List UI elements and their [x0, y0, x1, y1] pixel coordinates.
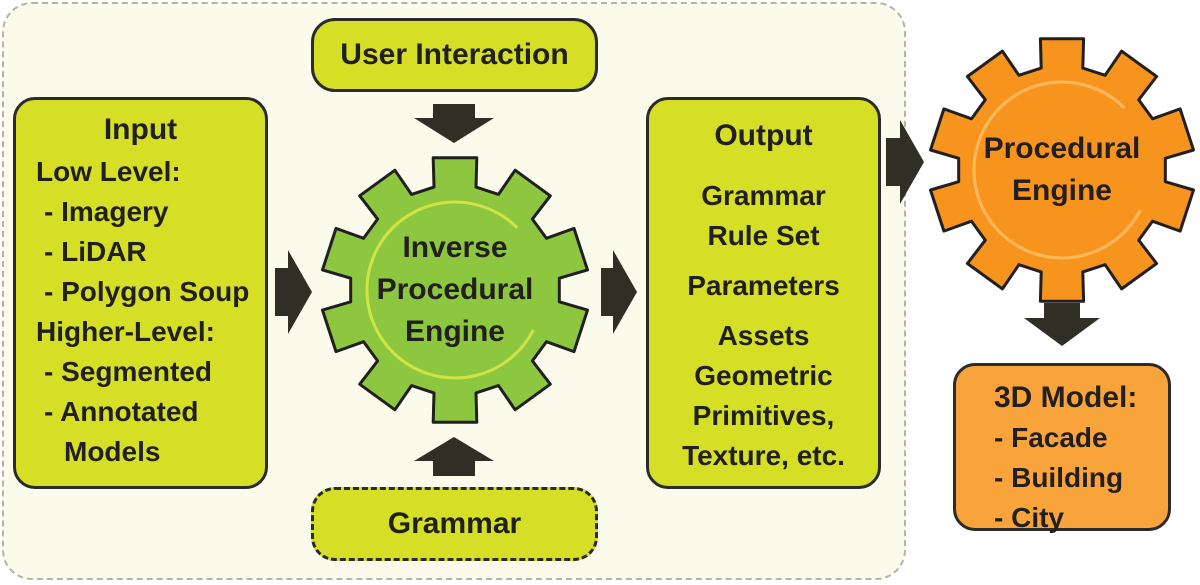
output-grammar: Grammar [701, 180, 826, 211]
grammar-input-label: Grammar [387, 507, 522, 540]
inverse-engine-line-2: Procedural [376, 273, 534, 306]
model-item-building: - Building [994, 462, 1124, 493]
arrow-right-input [275, 250, 312, 334]
output-rule-set: Rule Set [707, 220, 820, 251]
arrow-down-user-interaction [414, 104, 494, 143]
output-geometric: Geometric [694, 360, 833, 391]
orange-gear-rotation-arc [972, 80, 1142, 260]
output-primitives: Primitives, [692, 400, 835, 431]
output-parameters: Parameters [687, 270, 840, 301]
orange-gear-body [929, 37, 1195, 303]
model-item-facade: - Facade [994, 422, 1108, 453]
input-item-polygon-soup: - Polygon Soup [44, 276, 250, 307]
input-title: Input [103, 113, 178, 146]
input-item-annotated: - Annotated [44, 396, 199, 427]
green-gear-rotation-arc [365, 200, 535, 380]
model-title: 3D Model: [994, 381, 1138, 414]
input-item-lidar: - LiDAR [44, 236, 147, 267]
procedural-engine-label: Procedural Engine [947, 128, 1177, 212]
output-box: Output Grammar Rule Set Parameters Asset… [646, 97, 881, 489]
output-assets: Assets [717, 320, 810, 351]
grammar-input-box: Grammar [311, 487, 598, 561]
output-title: Output [714, 119, 813, 152]
model-item-city: - City [994, 502, 1064, 533]
arrow-right-procedural [886, 120, 924, 204]
user-interaction-box: User Interaction [311, 18, 598, 92]
arrow-down-model [1024, 303, 1100, 346]
higher-level-label: Higher-Level: [36, 316, 215, 347]
output-texture: Texture, etc. [682, 440, 845, 471]
procedural-engine-gear-icon [929, 37, 1195, 303]
inverse-engine-gear-icon [321, 156, 589, 424]
input-item-models: Models [64, 436, 161, 467]
arrow-up-grammar [414, 437, 494, 476]
inverse-engine-label: Inverse Procedural Engine [335, 227, 575, 353]
input-item-imagery: - Imagery [44, 196, 169, 227]
model-box: 3D Model: - Facade - Building - City [953, 363, 1171, 533]
procedural-engine-line-1: Procedural [983, 132, 1141, 165]
input-box: Input Low Level: - Imagery - LiDAR - Pol… [13, 97, 268, 489]
arrow-right-output [601, 250, 637, 334]
green-gear-body [321, 156, 589, 424]
input-item-segmented: - Segmented [44, 356, 213, 387]
inverse-engine-line-3: Engine [404, 315, 505, 348]
low-level-label: Low Level: [36, 156, 181, 187]
user-interaction-label: User Interaction [340, 38, 569, 71]
inverse-engine-line-1: Inverse [402, 231, 508, 264]
procedural-engine-line-2: Engine [1011, 174, 1112, 207]
